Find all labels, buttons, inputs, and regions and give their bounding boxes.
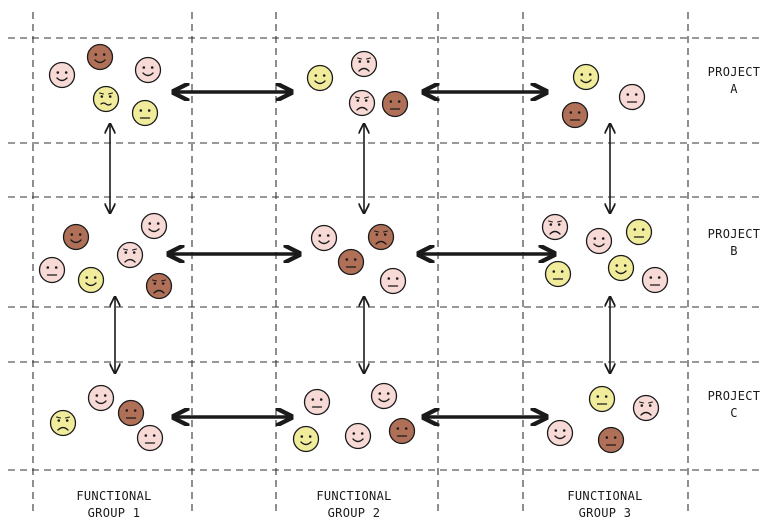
face-icon-worried <box>92 85 120 113</box>
face-icon-neutral <box>641 266 669 294</box>
row-label-line2: A <box>730 82 738 96</box>
face-icon-smile <box>86 43 114 71</box>
row-label-line1: PROJECT <box>707 65 761 79</box>
face-icon-smile <box>48 61 76 89</box>
team-cluster <box>310 223 407 295</box>
face-icon-smile <box>344 422 372 450</box>
face-icon-sad <box>348 89 376 117</box>
face-icon-sad <box>49 409 77 437</box>
face-icon-smile <box>87 384 115 412</box>
row-label-line2: C <box>730 406 738 420</box>
face-icon-sad <box>145 272 173 300</box>
face-icon-neutral <box>544 260 572 288</box>
face-icon-smile <box>546 419 574 447</box>
face-icon-sad <box>116 241 144 269</box>
face-icon-neutral <box>381 90 409 118</box>
face-icon-smile <box>62 223 90 251</box>
column-label-line1: FUNCTIONAL <box>76 489 152 503</box>
row-label-line1: PROJECT <box>707 389 761 403</box>
face-icon-neutral <box>303 388 331 416</box>
team-cluster <box>49 384 164 452</box>
face-icon-neutral <box>388 417 416 445</box>
face-icon-smile <box>140 212 168 240</box>
face-icon-neutral <box>117 399 145 427</box>
row-label-line1: PROJECT <box>707 227 761 241</box>
row-label-project-c: PROJECT C <box>694 388 769 422</box>
team-cluster <box>306 50 409 118</box>
face-icon-neutral <box>625 218 653 246</box>
dashed-grid <box>8 12 762 512</box>
face-icon-sad <box>350 50 378 78</box>
face-icon-neutral <box>379 267 407 295</box>
column-label-line1: FUNCTIONAL <box>567 489 643 503</box>
face-icon-sad <box>367 223 395 251</box>
team-cluster <box>541 213 669 294</box>
face-icon-smile <box>292 425 320 453</box>
face-icon-smile <box>607 254 635 282</box>
team-cluster <box>48 43 162 127</box>
team-cluster <box>292 382 416 453</box>
face-icon-smile <box>134 56 162 84</box>
face-icon-smile <box>306 64 334 92</box>
face-icon-neutral <box>561 101 589 129</box>
column-label-line2: GROUP 1 <box>87 506 141 520</box>
team-cluster <box>561 63 646 129</box>
face-icon-sad <box>632 394 660 422</box>
face-icon-smile <box>370 382 398 410</box>
face-icon-neutral <box>597 426 625 454</box>
row-label-line2: B <box>730 244 738 258</box>
connection-arrows <box>110 92 610 417</box>
column-label-line2: GROUP 3 <box>578 506 632 520</box>
row-label-project-a: PROJECT A <box>694 64 769 98</box>
face-icon-sad <box>541 213 569 241</box>
face-icon-neutral <box>618 83 646 111</box>
face-icon-neutral <box>131 99 159 127</box>
row-label-project-b: PROJECT B <box>694 226 769 260</box>
face-icon-smile <box>77 266 105 294</box>
face-icon-neutral <box>38 256 66 284</box>
team-cluster <box>546 385 660 454</box>
team-cluster <box>38 212 173 300</box>
column-label-line1: FUNCTIONAL <box>316 489 392 503</box>
column-label-line2: GROUP 2 <box>327 506 381 520</box>
face-icon-neutral <box>588 385 616 413</box>
face-icon-smile <box>310 224 338 252</box>
face-icon-smile <box>572 63 600 91</box>
face-icon-smile <box>585 227 613 255</box>
team-clusters <box>38 43 669 454</box>
face-icon-neutral <box>337 248 365 276</box>
face-icon-neutral <box>136 424 164 452</box>
